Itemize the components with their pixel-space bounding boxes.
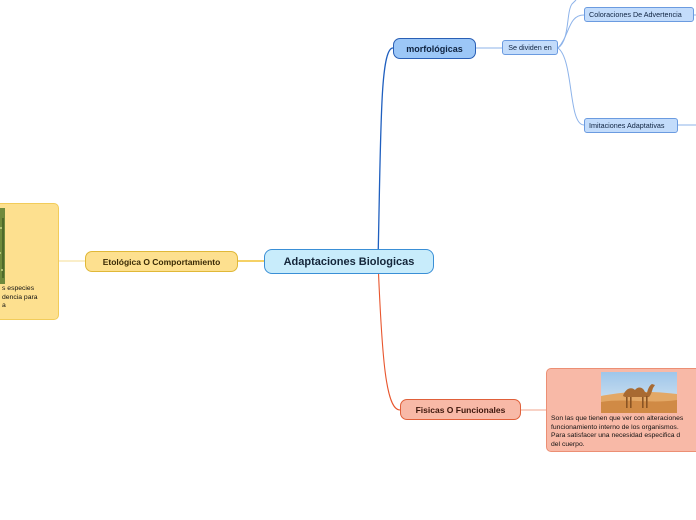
node-coloraciones-de-advertencia[interactable]: Coloraciones De Advertencia: [584, 7, 694, 22]
connector-label: Se dividen en: [508, 43, 552, 52]
branch-fisicas[interactable]: Fisicas O Funcionales: [400, 399, 521, 420]
etologica-label: Etológica O Comportamiento: [102, 256, 221, 267]
line-divide-imitaciones: [557, 47, 585, 126]
imitaciones-label: Imitaciones Adaptativas: [589, 121, 665, 130]
root-node[interactable]: Adaptaciones Biologicas: [264, 249, 434, 274]
fisicas-label: Fisicas O Funcionales: [415, 404, 506, 415]
branch-morfologicas[interactable]: morfológicas: [393, 38, 476, 59]
line-root-fisicas: [377, 260, 401, 411]
etologica-note-text: s especies dencia para a: [2, 285, 38, 310]
node-imitaciones-adaptativas[interactable]: Imitaciones Adaptativas: [584, 118, 678, 133]
camel-image: [601, 372, 677, 413]
coloraciones-label: Coloraciones De Advertencia: [589, 10, 682, 19]
line-divide-top: [557, 0, 577, 49]
branch-etologica[interactable]: Etológica O Comportamiento: [85, 251, 238, 272]
fisicas-note-text: Son las que tienen que ver con alteracio…: [551, 415, 684, 448]
connector-se-dividen-en[interactable]: Se dividen en: [502, 40, 558, 55]
etologica-note-card[interactable]: s especies dencia para a: [0, 203, 59, 320]
root-label: Adaptaciones Biologicas: [283, 255, 415, 268]
line-divide-coloraciones: [557, 14, 585, 49]
morfologicas-label: morfológicas: [406, 43, 463, 54]
fisicas-note-card[interactable]: Son las que tienen que ver con alteracio…: [546, 368, 696, 452]
cactus-image: [0, 208, 5, 284]
line-root-morfologicas: [377, 47, 394, 262]
